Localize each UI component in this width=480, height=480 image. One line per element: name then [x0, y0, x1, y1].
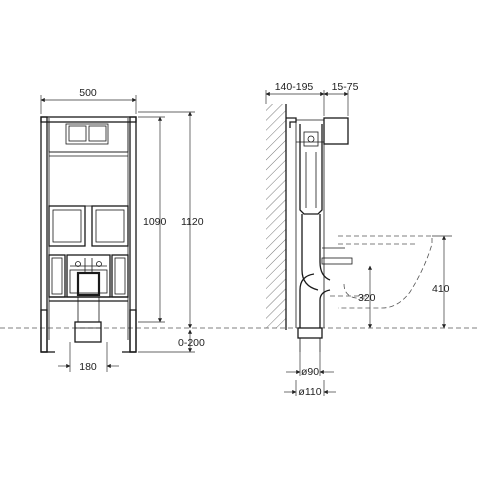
cistern-panel: [48, 121, 129, 153]
pipe-outer-diameter-label: ø110: [298, 386, 321, 398]
frame-right-post: [129, 116, 137, 353]
drain-connector: [76, 271, 101, 297]
side-view: 140-195 15-75 320 410 ø90 ø110: [265, 81, 452, 398]
drain-pipe-front: [74, 321, 102, 343]
toilet-bowl-outline: [338, 235, 433, 309]
leg-right: [129, 309, 137, 353]
cistern-block-right: [91, 205, 129, 247]
connection-frame: [66, 254, 111, 298]
cistern-side: [299, 124, 323, 215]
inner-height-label: 1090: [143, 216, 167, 228]
lower-block-right: [111, 254, 129, 298]
wall-hatch: [266, 104, 286, 328]
seat-height-label: 410: [432, 283, 450, 295]
outer-height-label: 1120: [181, 216, 204, 228]
flush-plate: [65, 123, 109, 145]
flush-button-left: [68, 125, 87, 142]
leg-left: [40, 309, 48, 353]
pipe-inner-diameter-label: ø90: [301, 366, 319, 378]
wall-offset-label: 140-195: [275, 81, 314, 93]
lower-block-left: [48, 254, 66, 298]
frame-left-post: [40, 116, 48, 353]
floor-adjust-label: 0-200: [178, 337, 205, 349]
width-dimension-label: 500: [79, 87, 97, 99]
depth-label: 15-75: [332, 81, 359, 93]
front-view: 500 1090 1120 0-200 180: [40, 87, 205, 373]
cistern-block-left: [48, 205, 86, 247]
flush-box-side: [323, 117, 349, 145]
outlet-height-label: 320: [358, 292, 376, 304]
bottom-width-label: 180: [79, 361, 97, 373]
waste-pipe-side: [299, 273, 315, 328]
frame-top-beam: [40, 116, 137, 123]
flush-button-right: [88, 125, 107, 142]
